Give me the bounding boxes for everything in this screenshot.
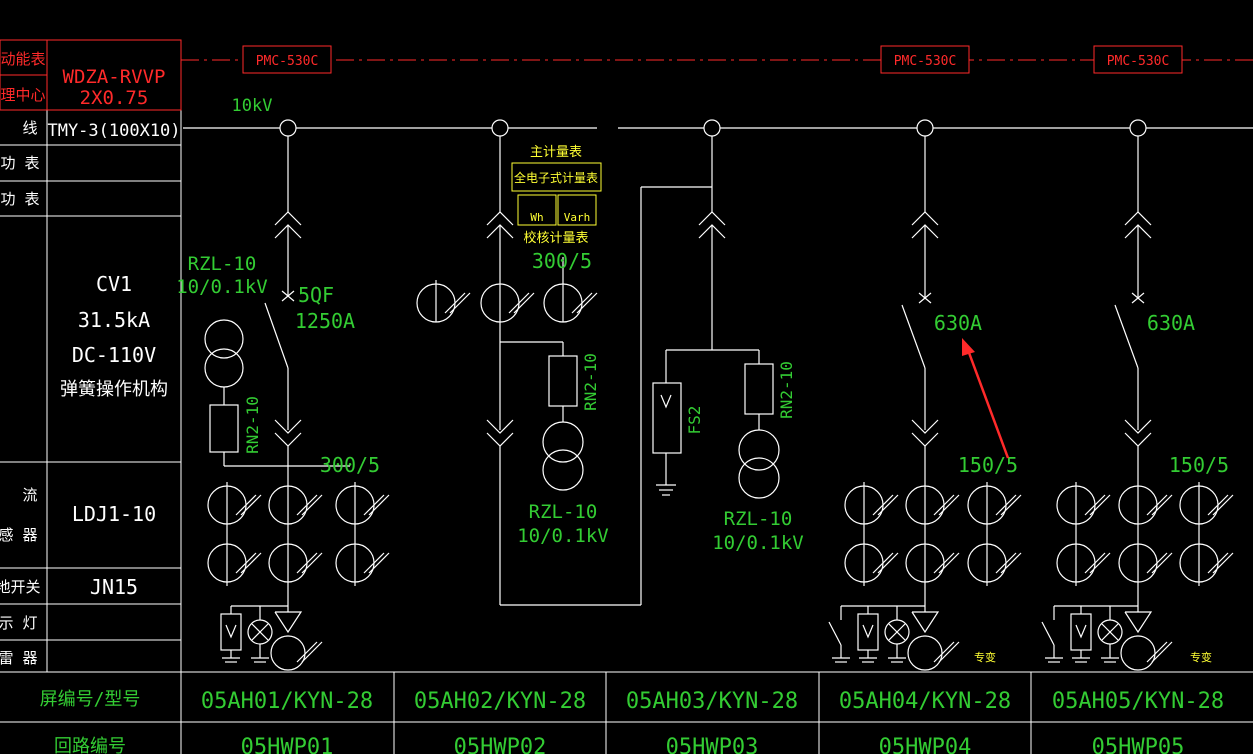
p5-note: 专变	[1190, 650, 1212, 664]
earth-switch-model: JN15	[90, 575, 138, 599]
varh-meter: Varh	[564, 211, 591, 224]
panel-id-2: 05AH02/KYN-28	[414, 689, 586, 714]
panel-1-circuit	[204, 136, 390, 671]
meter-boxes	[511, 162, 602, 226]
main-meter-title: 主计量表	[530, 145, 582, 160]
breaker-dc: DC-110V	[72, 343, 156, 367]
p4-note: 专变	[974, 650, 996, 664]
p3-pt-model: RZL-10	[724, 508, 793, 530]
panel-2-circuit	[416, 136, 712, 606]
label-ct-1: 流	[22, 486, 37, 504]
label-earth-switch: 地开关	[0, 578, 41, 596]
panel-5-circuit	[1041, 136, 1234, 671]
breaker-model: CV1	[96, 272, 132, 296]
p1-fuse: RN2-10	[243, 396, 262, 454]
p3-fs: FS2	[685, 406, 704, 435]
panel-id-4: 05AH04/KYN-28	[839, 689, 1011, 714]
pmc-label-1: PMC-530C	[256, 54, 319, 69]
busbar-value: TMY-3(100X10)	[47, 121, 180, 141]
p4-breaker-rating: 630A	[934, 311, 982, 335]
label-arrester: 雷 器	[0, 649, 38, 667]
label-energy-meter: 动能表	[0, 50, 45, 68]
ct-model: LDJ1-10	[72, 502, 156, 526]
cable-box-outline	[0, 39, 182, 111]
label-management-center: 理中心	[0, 86, 45, 104]
label-indicator-lamp: 示 灯	[0, 614, 38, 632]
p3-pt-ratio: 10/0.1kV	[712, 532, 804, 554]
circuit-id-3: 05HWP03	[666, 735, 759, 754]
p2-pt-model: RZL-10	[529, 501, 598, 523]
pmc-label-2: PMC-530C	[894, 54, 957, 69]
p1-pt-model: RZL-10	[188, 253, 257, 275]
circuit-id-4: 05HWP04	[879, 735, 972, 754]
p2-ct-ratio: 300/5	[532, 249, 592, 273]
wh-meter: Wh	[530, 211, 543, 224]
panel-4-circuit	[828, 136, 1022, 671]
panel-id-3: 05AH03/KYN-28	[626, 689, 798, 714]
p1-breaker: 5QF	[298, 283, 334, 307]
panel-3-circuit	[652, 136, 780, 499]
p2-fuse: RN2-10	[581, 353, 600, 411]
pmc-boxes	[242, 45, 1183, 74]
label-reactive-power-meter: 功 表	[0, 190, 39, 208]
circuit-id-2: 05HWP02	[454, 735, 547, 754]
breaker-kA: 31.5kA	[78, 308, 150, 332]
bottom-row2-label: 回路编号	[54, 736, 126, 754]
voltage-label: 10kV	[232, 96, 273, 116]
cable-type-line1: WDZA-RVVP	[63, 66, 166, 88]
cable-type-line2: 2X0.75	[80, 87, 149, 109]
breaker-mechanism: 弹簧操作机构	[60, 379, 168, 400]
label-ct-2: 感 器	[0, 526, 38, 544]
bottom-row1-label: 屏编号/型号	[40, 689, 141, 710]
p5-breaker-rating: 630A	[1147, 311, 1195, 335]
label-line: 线	[22, 119, 37, 137]
check-meter-label: 校核计量表	[523, 230, 588, 246]
main-meter-name: 全电子式计量表	[514, 170, 598, 185]
panel-id-1: 05AH01/KYN-28	[201, 689, 373, 714]
panel-id-5: 05AH05/KYN-28	[1052, 689, 1224, 714]
annotation-arrow	[962, 338, 1010, 459]
pmc-label-3: PMC-530C	[1107, 54, 1170, 69]
p1-pt-ratio: 10/0.1kV	[176, 276, 268, 298]
p2-pt-ratio: 10/0.1kV	[517, 525, 609, 547]
p4-ct-ratio: 150/5	[958, 453, 1018, 477]
circuit-id-5: 05HWP05	[1092, 735, 1185, 754]
label-active-power-meter: 功 表	[0, 154, 39, 172]
circuit-id-1: 05HWP01	[241, 735, 334, 754]
p1-breaker-rating: 1250A	[295, 309, 355, 333]
left-table-grid	[0, 109, 1253, 754]
p1-ct-ratio: 300/5	[320, 453, 380, 477]
p3-fuse: RN2-10	[777, 361, 796, 419]
p5-ct-ratio: 150/5	[1169, 453, 1229, 477]
